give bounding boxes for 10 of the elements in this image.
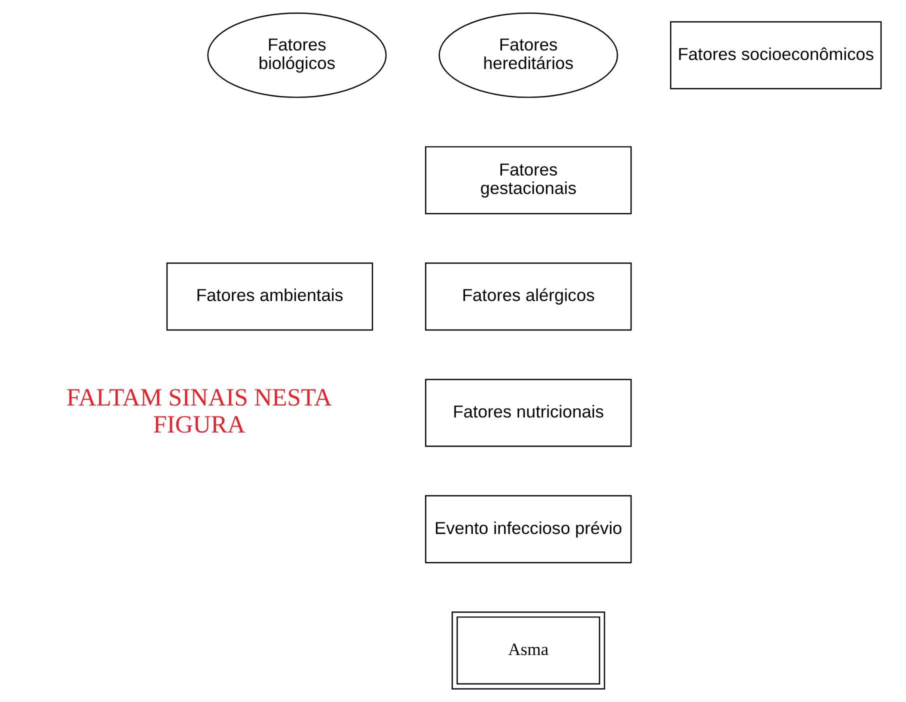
- label: FALTAM SINAIS NESTA FIGURA: [66, 384, 332, 439]
- node-box: Fatores alérgicos: [424, 262, 632, 331]
- node-box: Fatores socioeconômicos: [670, 21, 882, 90]
- node-box: Fatores ambientais: [166, 262, 373, 331]
- node-ellipse: Fatores hereditários: [438, 12, 618, 98]
- node-ellipse: Fatores biológicos: [206, 12, 386, 98]
- node-box: Asma: [451, 612, 605, 690]
- node-box: Evento infeccioso prévio: [424, 495, 632, 564]
- node-box: Fatores nutricionais: [424, 378, 632, 447]
- node-box: Fatores gestacionais: [424, 146, 632, 214]
